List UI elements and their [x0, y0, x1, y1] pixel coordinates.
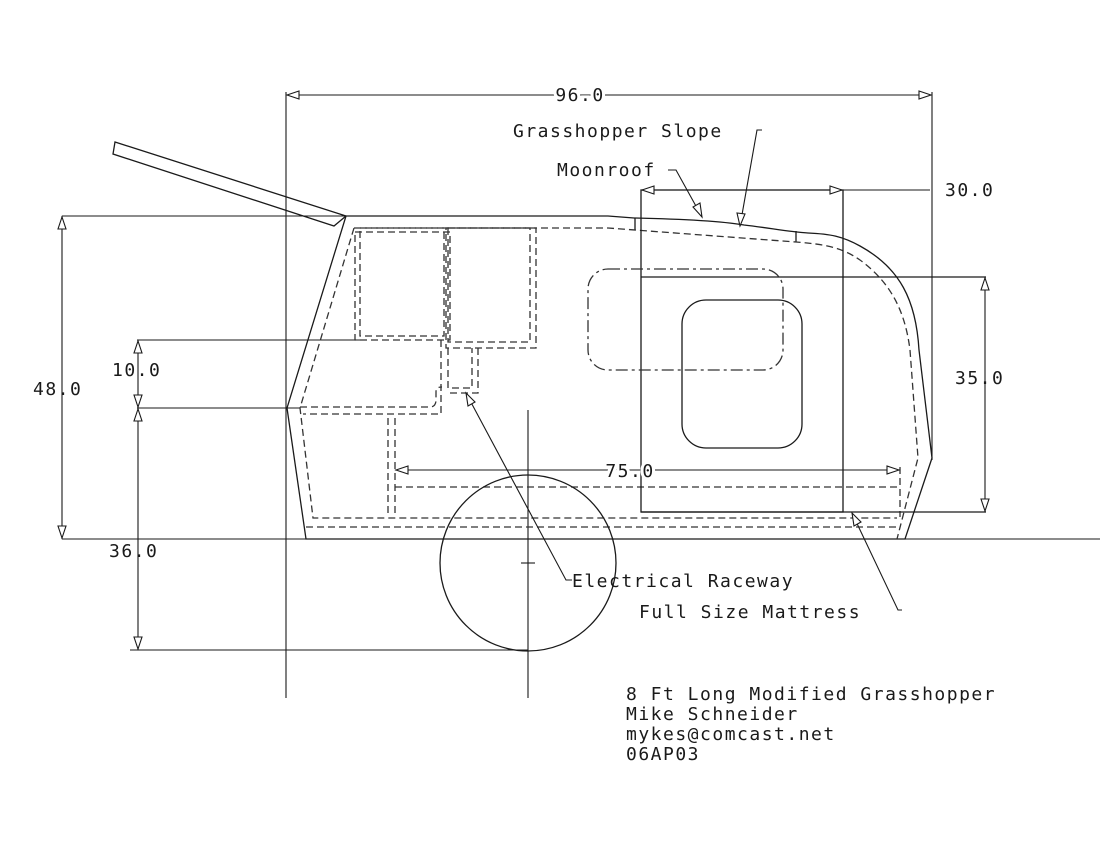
- drawing-email: mykes@comcast.net: [626, 724, 836, 745]
- upper-cabinet-right: [447, 227, 531, 343]
- galley-shelf: [300, 386, 443, 408]
- drawing-title: 8 Ft Long Modified Grasshopper: [626, 684, 996, 705]
- leader-arrow-icon: [736, 212, 746, 228]
- wheel-circle: [439, 474, 617, 652]
- mattress-leader: [851, 512, 902, 611]
- mattress: [395, 467, 901, 517]
- leader-arrow-icon: [692, 202, 703, 219]
- door-window: [681, 299, 803, 449]
- window-hidden-outline: [587, 268, 784, 371]
- grasshopper-slope-label: Grasshopper Slope: [513, 121, 723, 142]
- leader-lines: [465, 129, 902, 611]
- raceway-channel-inner: [447, 348, 473, 389]
- drawing-author: Mike Schneider: [626, 704, 799, 725]
- shell-outline: [286, 215, 933, 540]
- moonroof-label: Moonroof: [557, 160, 656, 181]
- window-height-label: 35.0: [955, 368, 1004, 389]
- arrow-right-icon: [829, 185, 844, 195]
- arrow-down-icon: [980, 498, 990, 513]
- dim-bg: 96.0: [555, 85, 604, 106]
- upper-cabinet-left-outer: [354, 231, 451, 341]
- arrow-left-icon: [394, 465, 409, 475]
- hatch-open: [112, 141, 348, 227]
- arrow-down-icon: [133, 636, 143, 651]
- trailer-shell: [286, 215, 933, 540]
- arrow-up-icon: [133, 339, 143, 354]
- leader-arrow-icon: [465, 391, 476, 407]
- nose-step-label: 10.0: [112, 360, 161, 381]
- dimension-lines: [57, 90, 990, 651]
- arrow-left-icon: [640, 185, 655, 195]
- arrow-down-icon: [133, 394, 143, 409]
- overall-height-label: 48.0: [33, 379, 82, 400]
- dimension-labels: 96.0 96.0 30.0 48.0 10.0 36.0 35.0 75.0 …: [33, 82, 1004, 562]
- arrow-right-icon: [886, 465, 901, 475]
- inner-shell-front: [299, 227, 897, 519]
- wheel: [439, 474, 617, 652]
- electrical-raceway-leader: [465, 392, 572, 581]
- moonroof-leader: [668, 169, 703, 218]
- moonroof-width-label: 30.0: [945, 180, 994, 201]
- dim-bg: 75.0: [605, 461, 654, 482]
- callout-labels: Grasshopper Slope Moonroof Electrical Ra…: [513, 121, 861, 623]
- arrow-up-icon: [133, 407, 143, 422]
- galley-counter-outer: [303, 340, 442, 415]
- arrow-up-icon: [57, 215, 67, 230]
- overall-length-label: 96.0: [555, 85, 604, 106]
- drawing-date: 06AP03: [626, 744, 700, 765]
- mattress-length-label: 75.0: [605, 461, 654, 482]
- upper-cabinet-left: [359, 227, 445, 337]
- hatch-panel: [112, 141, 348, 227]
- raceway-channel-outer: [448, 348, 479, 394]
- inner-shell-top: [354, 227, 919, 540]
- ground-to-floor-label: 36.0: [109, 541, 158, 562]
- title-block: 8 Ft Long Modified Grasshopper Mike Schn…: [626, 684, 996, 765]
- arrow-up-icon: [980, 276, 990, 291]
- grasshopper-slope-leader: [739, 129, 762, 227]
- upper-cabinet-right-outer: [445, 227, 537, 349]
- full-size-mattress-label: Full Size Mattress: [639, 602, 861, 623]
- arrow-left-icon: [285, 90, 300, 100]
- arrow-right-icon: [918, 90, 933, 100]
- leader-arrow-icon: [851, 511, 862, 527]
- electrical-raceway-label: Electrical Raceway: [572, 571, 794, 592]
- cabinets: [300, 227, 537, 514]
- arrow-down-icon: [57, 525, 67, 540]
